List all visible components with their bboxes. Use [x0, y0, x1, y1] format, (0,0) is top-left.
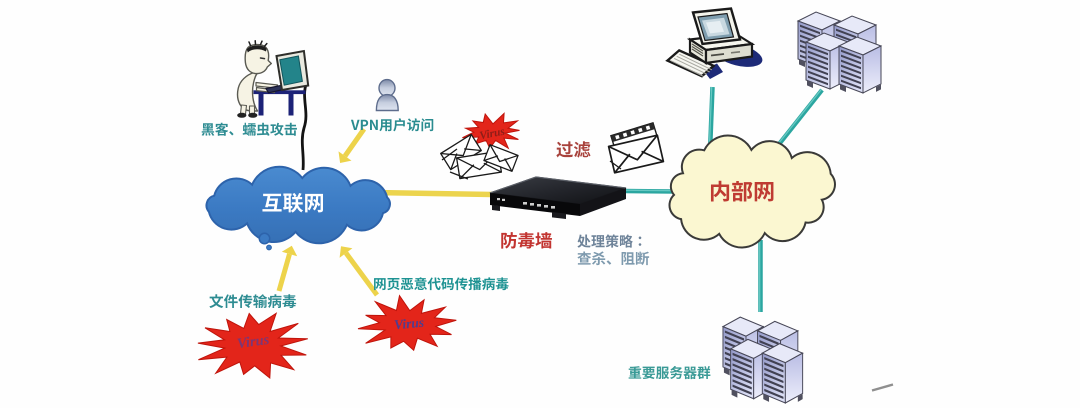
svg-text:Virus: Virus — [236, 332, 271, 352]
svg-text:Virus: Virus — [393, 315, 424, 333]
svg-text:Virus: Virus — [478, 126, 506, 143]
